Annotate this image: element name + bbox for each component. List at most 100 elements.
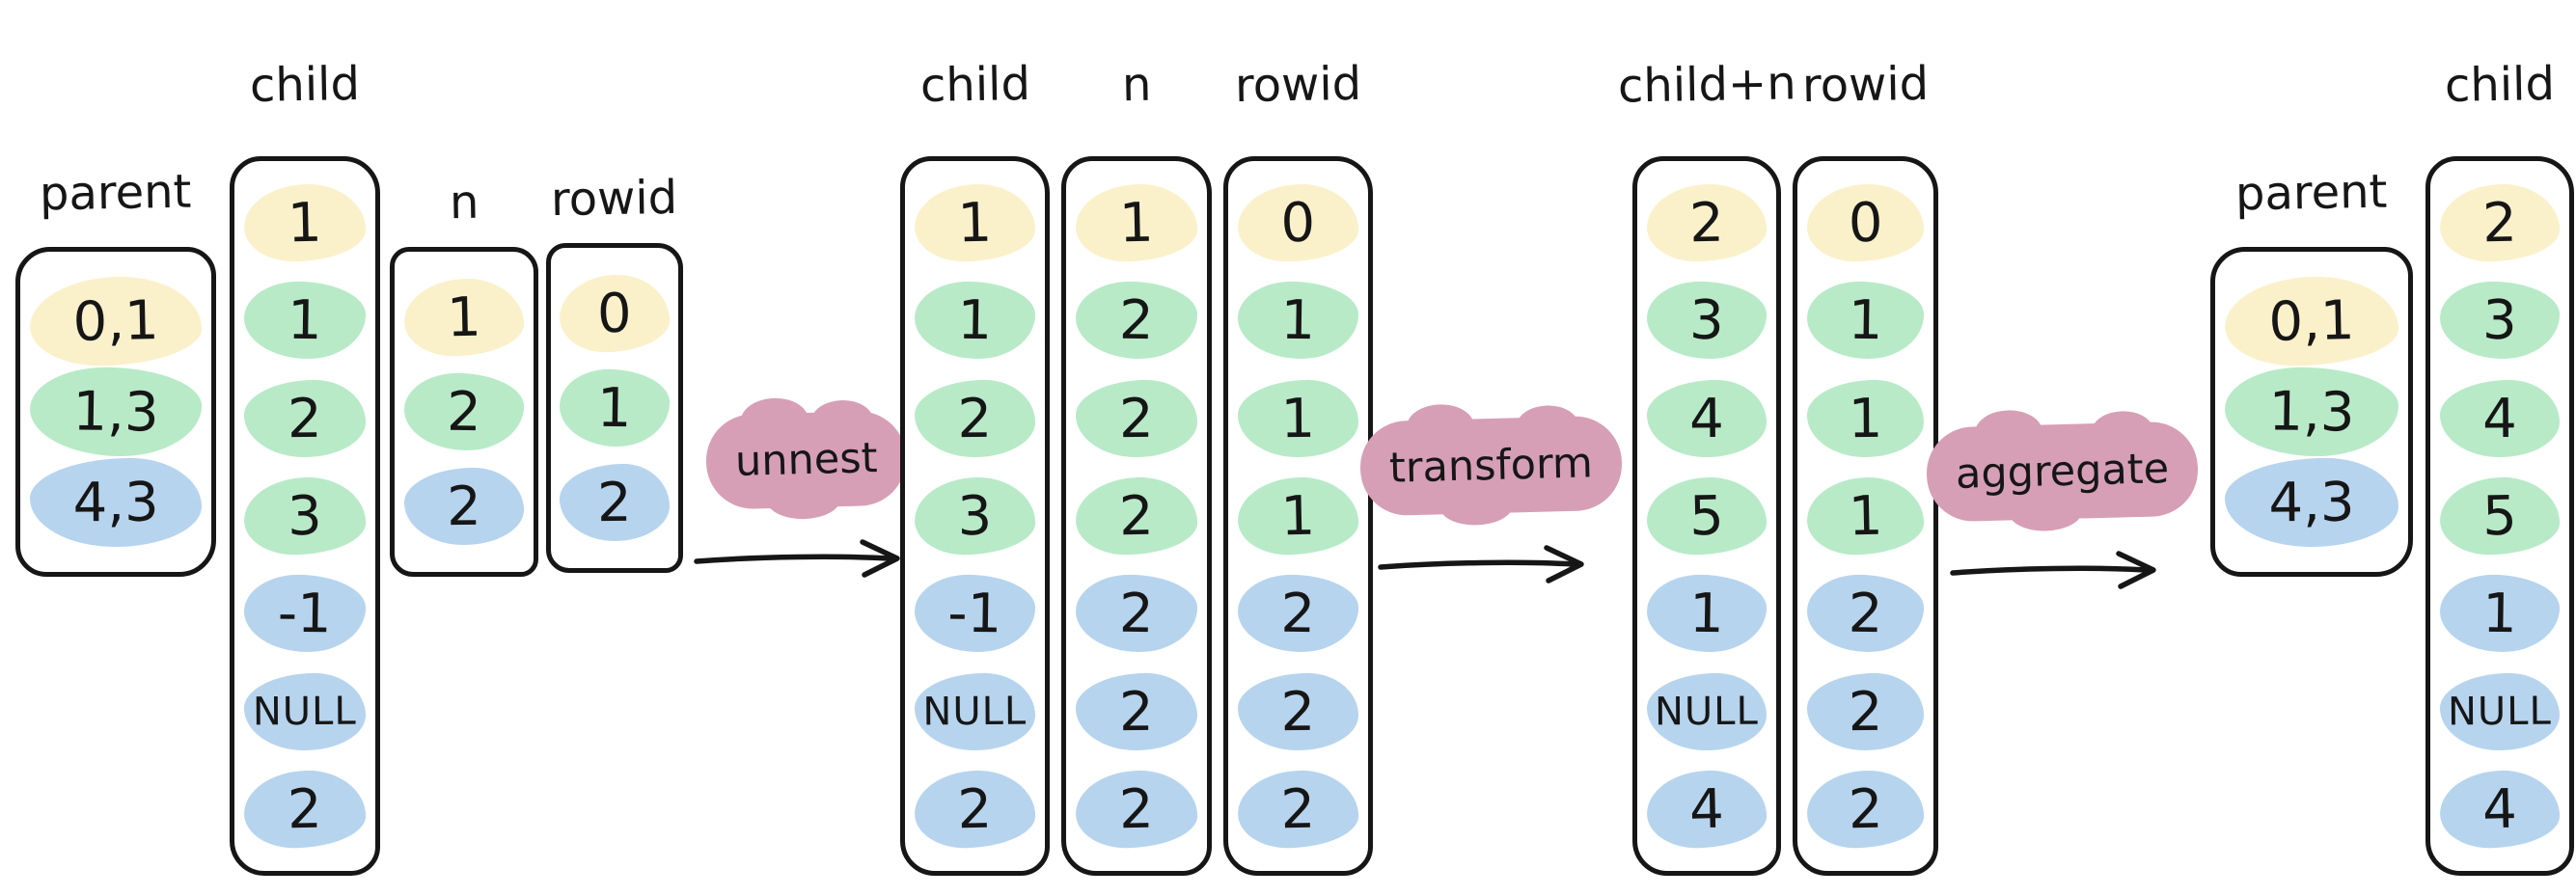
column-box-rowid: 0 1 2 xyxy=(546,243,683,573)
cell-rowid-6: 2 xyxy=(1806,769,1925,850)
cell-rowid-4: 2 xyxy=(1237,574,1359,654)
column-box-n: 1 2 2 xyxy=(390,247,538,577)
column-box-n: 1 2 2 2 2 2 2 xyxy=(1061,156,1212,876)
cell-child-0: 1 xyxy=(914,182,1036,263)
cell-rowid-0: 0 xyxy=(1806,182,1925,263)
cell-rowid-6: 2 xyxy=(1237,769,1359,850)
cell-n-3: 2 xyxy=(1075,475,1198,557)
cell-n-2: 2 xyxy=(1075,379,1198,458)
cell-n-1: 2 xyxy=(1075,281,1198,361)
cell-n-1: 2 xyxy=(403,372,525,451)
cell-child-5: NULL xyxy=(914,672,1036,751)
column-label-n: n xyxy=(1121,57,1152,113)
cell-parent-2: 4,3 xyxy=(29,457,203,548)
cell-child-2: 4 xyxy=(2439,379,2561,458)
operator-aggregate-cloud: aggregate xyxy=(1926,421,2200,532)
column-n-source: n 1 2 2 xyxy=(390,174,538,577)
cell-child-plus-n-1: 3 xyxy=(1646,281,1768,361)
cell-child-plus-n-0: 2 xyxy=(1646,182,1768,263)
column-n-unnested: n 1 2 2 2 2 2 2 xyxy=(1061,56,1212,876)
column-label-n: n xyxy=(449,175,480,231)
cell-rowid-1: 1 xyxy=(1806,281,1925,361)
cell-rowid-0: 0 xyxy=(559,273,671,354)
column-label-rowid: rowid xyxy=(550,170,679,228)
cell-rowid-3: 1 xyxy=(1237,475,1359,557)
operator-aggregate: aggregate xyxy=(1926,421,2200,590)
operator-transform-label: transform xyxy=(1387,439,1594,493)
cell-child-2: 2 xyxy=(914,379,1036,458)
cell-rowid-1: 1 xyxy=(1237,281,1359,361)
operator-unnest-cloud: unnest xyxy=(705,410,908,521)
column-label-rowid: rowid xyxy=(1801,56,1930,114)
column-label-child: child xyxy=(2444,57,2556,113)
column-label-parent: parent xyxy=(2234,164,2389,222)
operator-aggregate-label: aggregate xyxy=(1955,445,2171,499)
column-label-child: child xyxy=(919,57,1030,113)
cell-rowid-3: 1 xyxy=(1806,475,1925,557)
cell-child-plus-n-2: 4 xyxy=(1646,379,1768,458)
arrow-right-icon xyxy=(1378,545,1584,584)
cell-child-6: 4 xyxy=(2439,769,2561,850)
cell-rowid-2: 1 xyxy=(1806,379,1925,458)
cell-parent-0: 0,1 xyxy=(2224,275,2399,367)
cloud-bump xyxy=(767,479,842,521)
cell-rowid-4: 2 xyxy=(1806,574,1925,654)
cell-n-2: 2 xyxy=(403,467,525,546)
cell-child-plus-n-3: 5 xyxy=(1646,475,1768,557)
column-label-child: child xyxy=(249,57,361,113)
cell-n-0: 1 xyxy=(403,277,525,358)
column-rowid-source: rowid 0 1 2 xyxy=(546,170,683,573)
column-label-child-plus-n: child+n xyxy=(1617,56,1796,114)
cell-child-5: NULL xyxy=(2439,672,2561,751)
cell-child-1: 3 xyxy=(2439,281,2561,361)
cell-n-5: 2 xyxy=(1075,672,1198,751)
cell-parent-2: 4,3 xyxy=(2224,457,2399,548)
cell-child-plus-n-6: 4 xyxy=(1646,769,1768,850)
cell-child-2: 2 xyxy=(243,379,367,458)
cell-child-4: 1 xyxy=(2439,574,2561,654)
cell-child-3: 3 xyxy=(914,475,1036,557)
cell-child-4: -1 xyxy=(243,574,367,654)
cell-child-0: 2 xyxy=(2439,182,2561,263)
cell-child-3: 3 xyxy=(243,475,367,557)
cell-parent-1: 1,3 xyxy=(2224,366,2399,458)
column-rowid-transformed: rowid 0 1 1 1 2 2 2 xyxy=(1793,56,1938,876)
cell-child-plus-n-4: 1 xyxy=(1646,574,1768,654)
cell-rowid-5: 2 xyxy=(1806,672,1925,751)
cell-parent-0: 0,1 xyxy=(28,275,204,367)
cell-rowid-5: 2 xyxy=(1237,672,1359,751)
arrow-right-icon xyxy=(694,539,900,578)
cell-n-4: 2 xyxy=(1075,574,1198,654)
cell-child-6: 2 xyxy=(914,769,1036,850)
operator-unnest-label: unnest xyxy=(734,434,879,486)
cell-rowid-1: 1 xyxy=(559,368,671,448)
cell-child-0: 1 xyxy=(243,182,367,263)
cell-n-0: 1 xyxy=(1075,182,1198,263)
operator-transform-cloud: transform xyxy=(1358,415,1623,527)
cell-child-4: -1 xyxy=(914,574,1036,654)
operator-transform: transform xyxy=(1358,415,1623,584)
column-label-parent: parent xyxy=(39,164,193,222)
column-box-rowid: 0 1 1 1 2 2 2 xyxy=(1793,156,1938,876)
cell-rowid-0: 0 xyxy=(1237,182,1359,263)
cell-parent-1: 1,3 xyxy=(29,366,203,458)
cell-rowid-2: 2 xyxy=(559,463,671,542)
cell-n-6: 2 xyxy=(1075,769,1198,850)
arrow-right-icon xyxy=(1950,551,2156,589)
cloud-bump xyxy=(1439,485,1514,527)
